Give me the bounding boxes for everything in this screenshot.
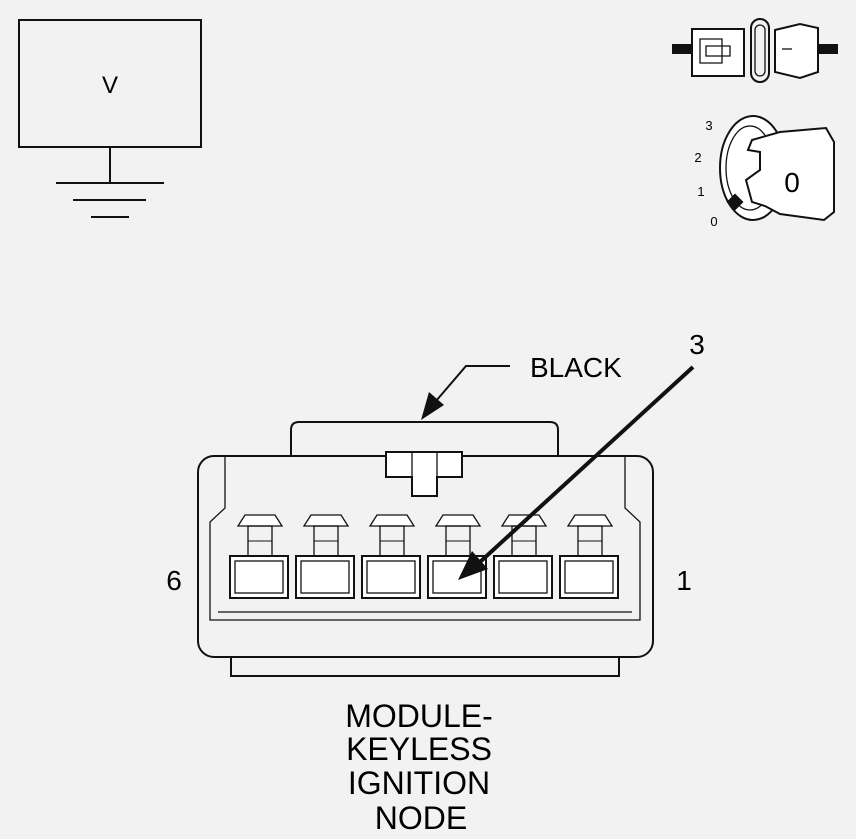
callout-pin-number: 3 [689,329,705,360]
title-line-1: MODULE- [345,698,493,734]
connector-pins [229,514,619,599]
pin-number-right: 1 [676,565,692,596]
ignition-position-0: 0 [710,214,717,229]
voltmeter-symbol: V [18,19,202,148]
disconnected-connector-icon [672,18,838,83]
connector-cavity [229,514,289,599]
title-line-3: IGNITION [348,765,490,801]
color-callout: BLACK [421,352,622,420]
connector-cavity [295,514,355,599]
voltmeter-label: V [102,72,118,99]
ignition-position-1: 1 [697,184,704,199]
connector-cavity [559,514,619,599]
connector-cavity [427,514,487,599]
pin-number-left: 6 [166,565,182,596]
key-indicator-icon [726,193,744,211]
ignition-switch-icon: 3 2 1 0 0 [694,115,835,229]
pin-arrowhead-icon [458,551,488,580]
color-arrowhead-icon [421,392,444,420]
ground-icon [56,147,164,218]
connector-cavity [361,514,421,599]
title-line-4: NODE [375,800,467,836]
ignition-position-3: 3 [705,118,712,133]
connector-color-label: BLACK [530,352,622,383]
title-line-2: KEYLESS [346,731,492,767]
key-position-label: 0 [784,167,800,198]
connector-title: MODULE- KEYLESS IGNITION NODE [345,698,493,836]
connector-cavity [493,514,553,599]
connector-body [197,421,654,677]
ignition-position-2: 2 [694,150,701,165]
pin-callout: 3 [458,329,705,580]
